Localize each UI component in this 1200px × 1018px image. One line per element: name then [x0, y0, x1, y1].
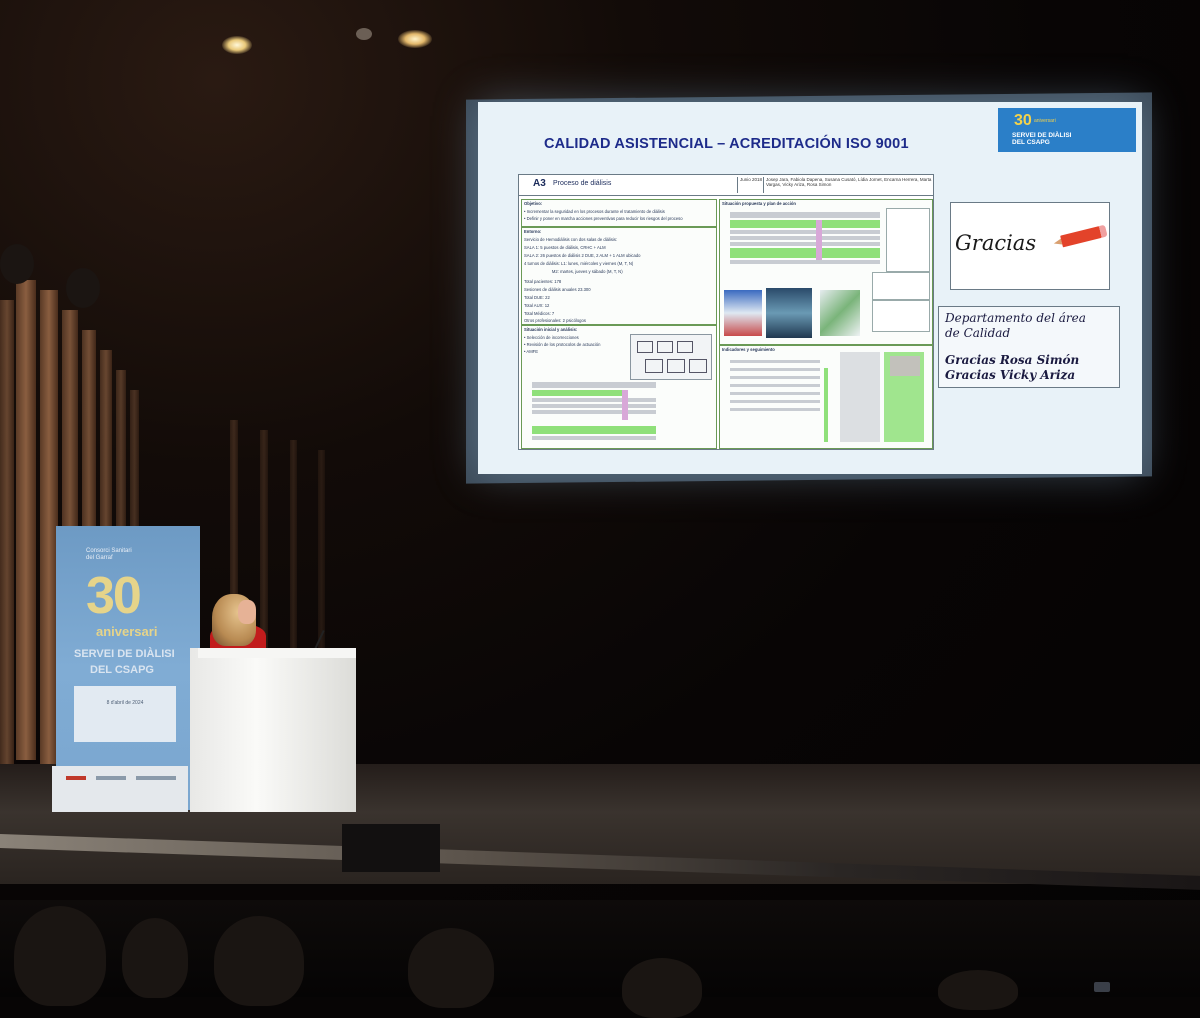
- photo-thumbnail: [766, 288, 812, 338]
- gracias-text: Gracias: [955, 231, 1037, 255]
- a3-header: A3 Proceso de diálisis Junio 2018 Josep …: [519, 175, 933, 196]
- banner-anniversary-number: 30: [86, 567, 142, 625]
- a3-objective-box: Objetivo: • Incrementar la seguridad en …: [521, 199, 717, 227]
- document-thumbnail: [872, 272, 930, 300]
- ceiling-spotlight: [222, 36, 252, 54]
- photo-thumbnail: [724, 290, 762, 336]
- flow-diagram: [630, 334, 712, 380]
- a3-date: Junio 2018: [737, 177, 766, 193]
- slide-logo: 30 aniversari SERVEI DE DIÀLISI DEL CSAP…: [998, 108, 1136, 152]
- podium-top: [198, 648, 356, 658]
- presenter-face: [238, 600, 256, 624]
- a3-initial-situation-box: Situación inicial y análisis: • Selecció…: [521, 325, 717, 449]
- a3-label: A3: [533, 178, 546, 189]
- acknowledgement-box: Departamento del área de Calidad Gracias…: [938, 306, 1120, 388]
- document-thumbnail: [872, 300, 930, 332]
- a3-indicators-box: Indicadores y seguimiento: [719, 345, 933, 449]
- ceiling-spotlight: [356, 28, 372, 40]
- thanks-line: Gracias Rosa Simón: [945, 353, 1080, 367]
- logo-number: 30: [1014, 112, 1032, 129]
- a3-context-box: Entorno: Servicio de Hemodiálisis con do…: [521, 227, 717, 325]
- banner-title: DEL CSAPG: [90, 664, 154, 676]
- wall-loudspeaker: [0, 244, 34, 284]
- gracias-image: Gracias: [950, 202, 1110, 290]
- a3-action-plan-box: Situación propuesta y plan de acción: [719, 199, 933, 345]
- audience: [0, 900, 1200, 1018]
- photo-thumbnail: [820, 290, 860, 336]
- dept-line: Departamento del área: [945, 311, 1086, 325]
- slide-title: CALIDAD ASISTENCIAL – ACREDITACIÓN ISO 9…: [544, 136, 909, 152]
- wall-loudspeaker: [66, 268, 100, 308]
- ceiling-spotlight: [398, 30, 432, 48]
- dept-line: de Calidad: [945, 326, 1011, 340]
- banner-base: [52, 766, 188, 812]
- pencil-icon: [1052, 224, 1108, 250]
- a3-subtitle: Proceso de diálisis: [553, 180, 612, 187]
- banner-info-card: 8 d'abril de 2024: [74, 686, 176, 742]
- document-thumbnail: [886, 208, 930, 272]
- logo-name: SERVEI DE DIÀLISI DEL CSAPG: [1012, 132, 1072, 146]
- a3-authors: Josep Jara, Fabiola Dapena, Susana Cusat…: [763, 177, 934, 193]
- banner-title: SERVEI DE DIÀLISI: [74, 648, 175, 660]
- audience-phone: [1094, 982, 1110, 992]
- banner-anniversary-label: aniversari: [96, 624, 158, 639]
- projected-slide: CALIDAD ASISTENCIAL – ACREDITACIÓN ISO 9…: [478, 102, 1142, 474]
- thanks-line: Gracias Vicky Ariza: [945, 368, 1076, 382]
- podium: [190, 648, 356, 812]
- banner-organization: Consorci Sanitari del Garraf: [86, 548, 132, 561]
- a3-document: A3 Proceso de diálisis Junio 2018 Josep …: [518, 174, 934, 450]
- logo-subtitle: aniversari: [1034, 118, 1056, 124]
- roll-up-banner: Consorci Sanitari del Garraf 30 aniversa…: [56, 526, 200, 810]
- stage-monitor-speaker: [342, 824, 440, 872]
